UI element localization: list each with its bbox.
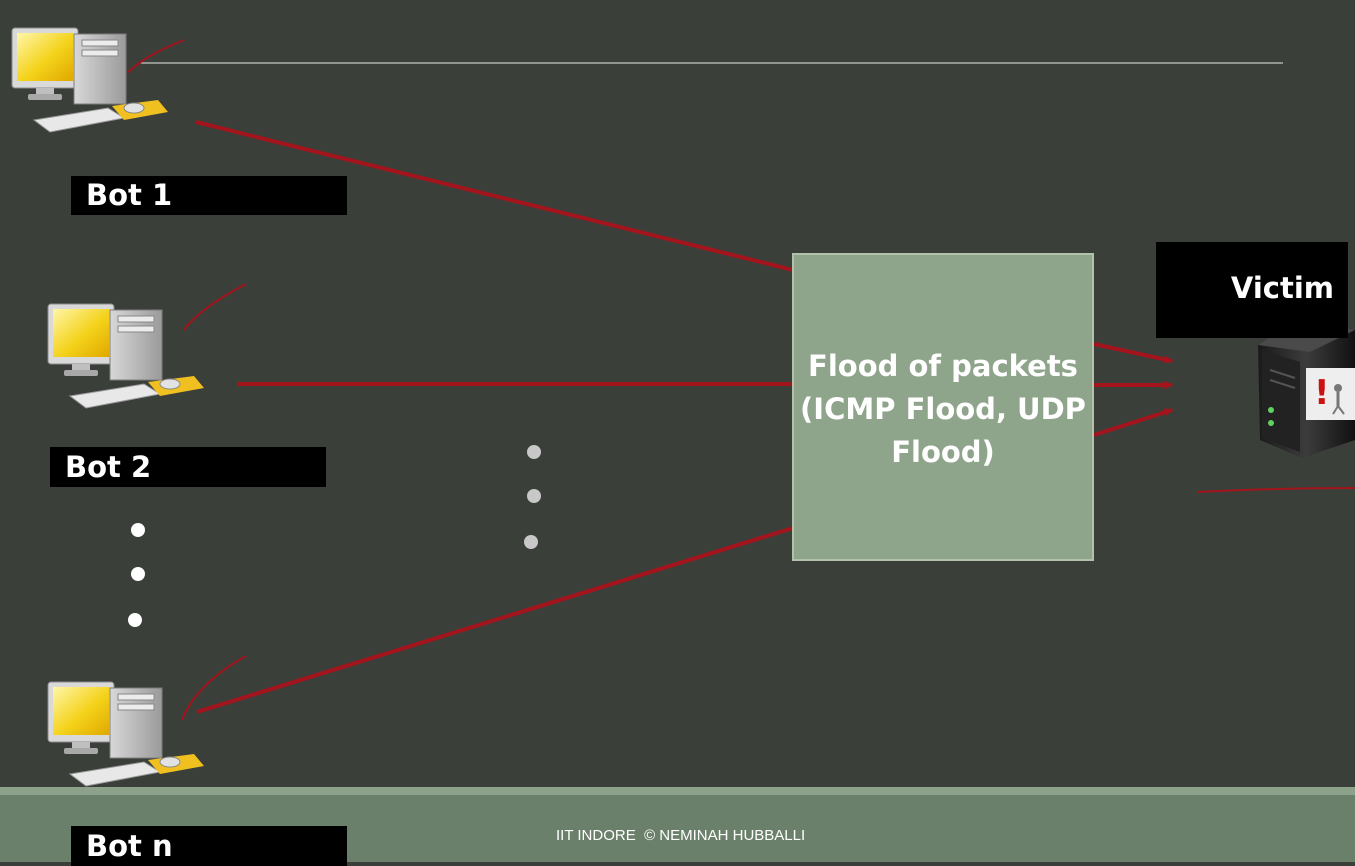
annotation-underline-victim bbox=[1196, 487, 1355, 493]
flood-of-packets-text: Flood of packets (ICMP Flood, UDP Flood) bbox=[800, 345, 1086, 474]
botn-attack-line bbox=[196, 526, 794, 714]
ellipsis-dot bbox=[131, 523, 145, 537]
botn-computer-icon bbox=[47, 681, 205, 787]
flood-of-packets-box bbox=[792, 253, 1094, 561]
flood-text-line1: Flood of packets bbox=[808, 349, 1078, 383]
line-ellipsis-dot bbox=[527, 489, 541, 503]
warning-icon: ! bbox=[1306, 368, 1355, 420]
flood-arrow-top bbox=[1093, 342, 1174, 364]
footer-copyright-text: IIT INDORE © NEMINAH HUBBALLI bbox=[556, 827, 806, 844]
flood-text-line3: Flood) bbox=[891, 435, 995, 469]
bot2-computer-icon bbox=[47, 303, 205, 409]
line-ellipsis-dot bbox=[524, 535, 538, 549]
bot2-label: Bot 2 bbox=[50, 447, 326, 487]
ellipsis-dot bbox=[128, 613, 142, 627]
flood-arrow-bottom bbox=[1093, 408, 1174, 437]
flood-text-line2: (ICMP Flood, UDP bbox=[800, 392, 1086, 426]
svg-text:!: ! bbox=[1314, 373, 1330, 413]
annotation-check-bot1 bbox=[127, 39, 185, 73]
botn-label: Bot n bbox=[71, 826, 347, 866]
annotation-stroke-botn bbox=[181, 655, 247, 721]
victim-label: Victim bbox=[1156, 242, 1348, 338]
bot1-attack-line bbox=[195, 120, 794, 272]
bot1-computer-icon bbox=[11, 27, 169, 133]
line-ellipsis-dot bbox=[527, 445, 541, 459]
ellipsis-dot bbox=[131, 567, 145, 581]
annotation-stroke-bot2 bbox=[183, 283, 247, 331]
bot1-label: Bot 1 bbox=[71, 176, 347, 215]
